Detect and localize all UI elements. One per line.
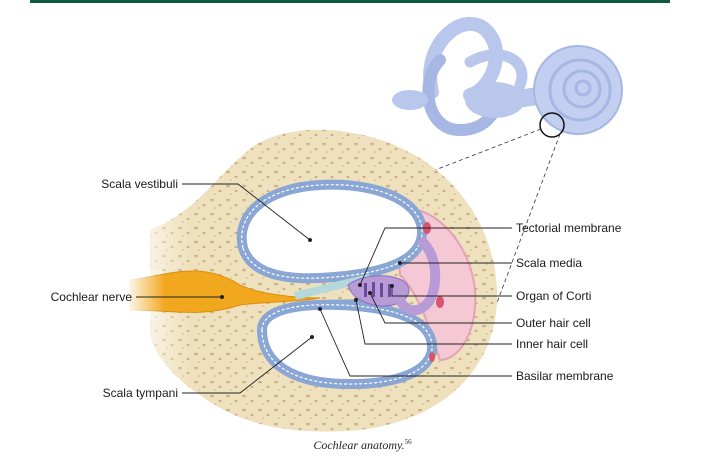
label-outer-hair-cell: Outer hair cell: [516, 316, 591, 330]
label-organ-of-corti: Organ of Corti: [516, 289, 591, 303]
caption-text: Cochlear anatomy.: [313, 438, 405, 452]
label-scala-vestibuli: Scala vestibuli: [101, 177, 178, 191]
label-cochlear-nerve: Cochlear nerve: [51, 290, 133, 304]
label-scala-media: Scala media: [516, 256, 582, 270]
cochlea-diagram: Scala vestibuli Cochlear nerve Scala tym…: [51, 17, 623, 440]
label-scala-tympani: Scala tympani: [103, 386, 178, 400]
label-basilar-membrane: Basilar membrane: [516, 369, 614, 383]
label-inner-hair-cell: Inner hair cell: [516, 337, 588, 351]
figure-caption: Cochlear anatomy.56: [0, 438, 725, 453]
inner-ear-illustration: [392, 17, 623, 138]
caption-reference: 56: [404, 438, 412, 446]
label-tectorial-membrane: Tectorial membrane: [516, 221, 622, 235]
top-rule: [30, 0, 670, 3]
cochlea-cross-section: [120, 129, 498, 440]
